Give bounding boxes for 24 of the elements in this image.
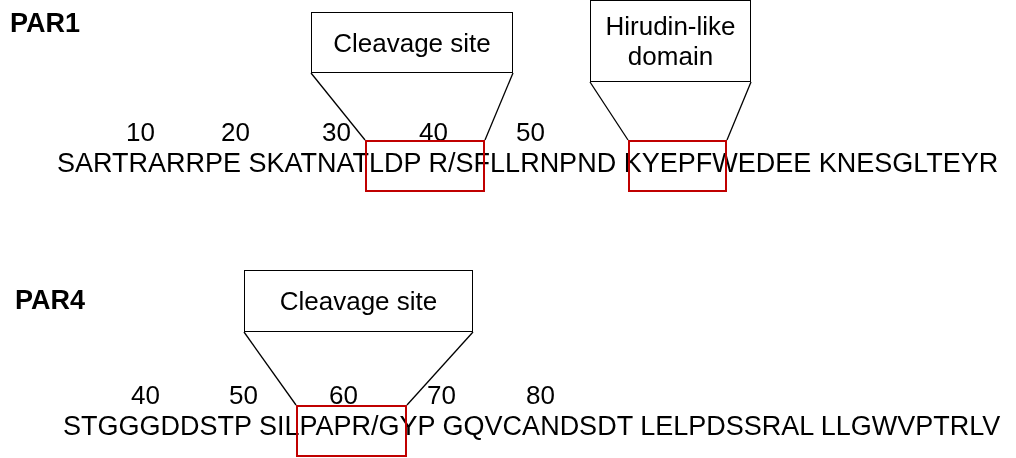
residue-number: 70 xyxy=(427,380,456,410)
residue-number: 80 xyxy=(526,380,555,410)
sequence-title: PAR4 xyxy=(15,285,86,315)
callout-box xyxy=(590,0,751,82)
callout-text: Cleavage site xyxy=(333,27,491,58)
callout-text: Cleavage site xyxy=(279,286,438,316)
residue-number: 40 xyxy=(131,380,160,410)
residue-number: 30 xyxy=(322,117,351,147)
callout-box xyxy=(244,270,473,332)
residue-number: 40 xyxy=(419,117,448,147)
connector-line xyxy=(484,72,514,141)
residue-number: 50 xyxy=(516,117,545,147)
connector-line xyxy=(243,331,297,406)
callout-box xyxy=(311,12,513,73)
connector-line xyxy=(310,72,366,141)
connector-line xyxy=(406,331,474,406)
residue-number: 20 xyxy=(221,117,250,147)
residue-number: 10 xyxy=(126,117,155,147)
connector-line xyxy=(589,81,629,141)
sequence-title: PAR1 xyxy=(10,8,81,38)
connector-line xyxy=(726,81,752,141)
callout-text: Hirudin-like domain xyxy=(604,11,737,71)
residue-number: 50 xyxy=(229,380,258,410)
residue-number: 60 xyxy=(329,380,358,410)
